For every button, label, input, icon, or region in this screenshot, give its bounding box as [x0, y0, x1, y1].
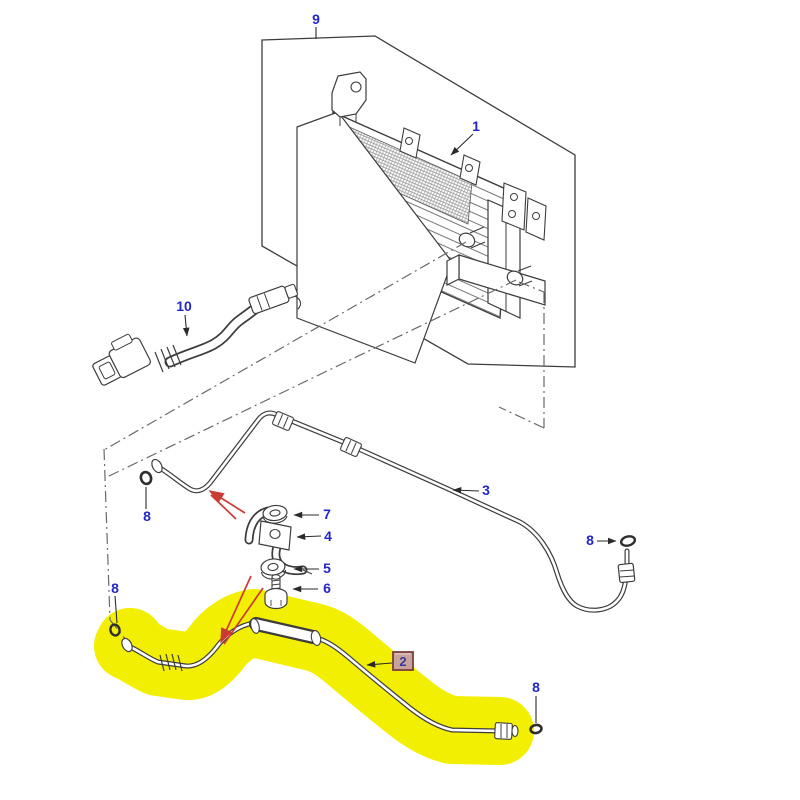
blanking-panel: [296, 111, 453, 364]
leader-4: [296, 533, 322, 540]
pipe-3: [151, 410, 636, 613]
pipe-3-end-cap: [151, 458, 163, 474]
washer-7: [262, 504, 288, 524]
red-pointer-pipe-2: [220, 575, 264, 645]
pipe-2-end-cap: [121, 637, 133, 653]
cooler-front-details: [331, 71, 547, 319]
o-ring-8-bottom: [529, 723, 543, 735]
leader-8c: [114, 595, 118, 624]
callout-10[interactable]: 10: [176, 298, 192, 314]
cooler-tab-1: [399, 127, 421, 159]
pipe-3-coupling-1: [272, 411, 294, 431]
leader-lines: [114, 27, 617, 723]
leader-3: [452, 487, 480, 494]
o-ring-8-upper-left: [139, 470, 153, 486]
callout-8-lower-left[interactable]: 8: [111, 580, 119, 596]
hose-connector-left: [92, 333, 151, 386]
frame-box-9: [261, 35, 576, 368]
callout-8-bottom[interactable]: 8: [532, 679, 540, 695]
red-pointer-pipe-3: [208, 490, 246, 520]
leader-10: [182, 314, 190, 337]
callout-6[interactable]: 6: [323, 580, 331, 596]
bolt-6: [264, 574, 288, 610]
o-ring-8-right: [619, 535, 637, 547]
hose-connector-right: [248, 283, 302, 315]
cooler-tab-2: [459, 154, 481, 186]
pipe-2-collar-ribs: [159, 653, 183, 672]
callout-9[interactable]: 9: [312, 11, 320, 27]
callout-2-label: 2: [399, 654, 406, 669]
o-ring-8-lower-left: [109, 623, 121, 637]
centerlines: [103, 241, 545, 647]
callout-8-right[interactable]: 8: [586, 532, 594, 548]
callout-8-upper-left[interactable]: 8: [143, 508, 151, 524]
callout-5[interactable]: 5: [323, 560, 331, 576]
pipe-3-end-fitting: [617, 548, 636, 584]
cooler-bracket-right: [501, 182, 547, 241]
callout-3[interactable]: 3: [482, 482, 490, 498]
leader-2: [366, 661, 393, 668]
callout-4[interactable]: 4: [324, 528, 332, 544]
pipe-2: [121, 617, 519, 740]
hose-assembly-10: [92, 283, 302, 386]
hose-collar-ribs: [154, 344, 182, 373]
pipe-2-end-fitting: [494, 722, 519, 740]
leader-1: [450, 133, 474, 156]
callout-1[interactable]: 1: [472, 118, 480, 134]
callout-7[interactable]: 7: [323, 506, 331, 522]
callout-2-selected[interactable]: 2: [392, 651, 414, 671]
cooler-bracket-top-left: [331, 71, 367, 126]
pipe-3-coupling-2: [340, 437, 362, 457]
cooler-port-lower: [506, 265, 533, 287]
